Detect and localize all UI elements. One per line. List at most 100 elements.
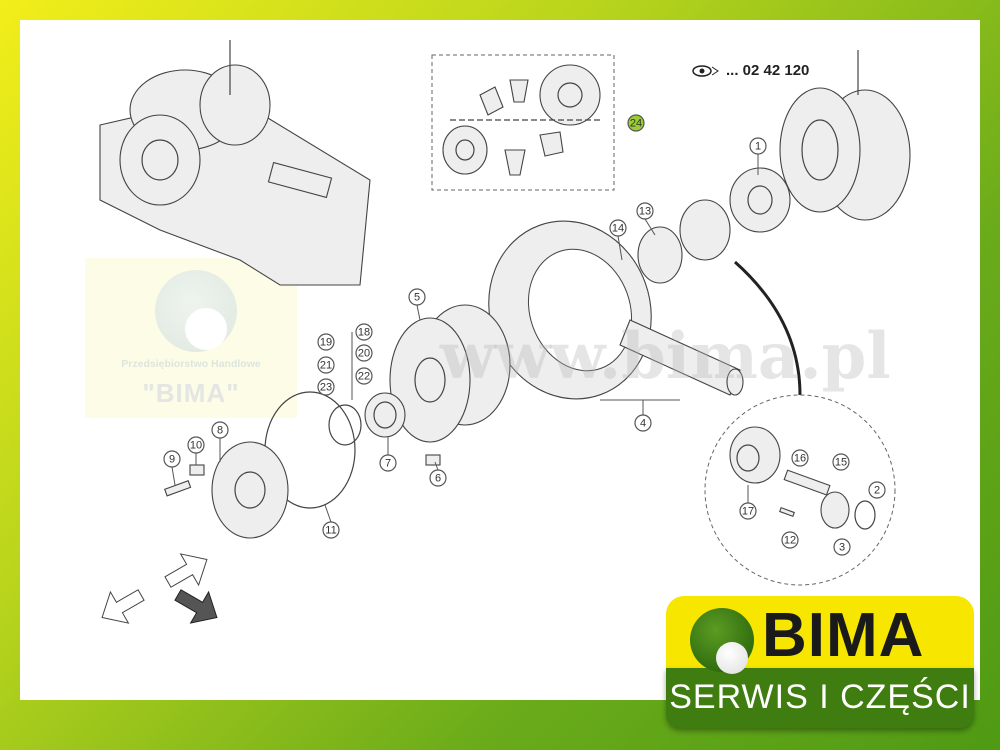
callout-number: 4 xyxy=(640,418,646,430)
callout-number: 2 xyxy=(874,485,880,497)
callout-circle xyxy=(429,469,447,487)
callout-number: 17 xyxy=(742,506,754,518)
callout-circle xyxy=(832,453,850,471)
callout-number: 18 xyxy=(358,327,370,339)
differential-gear-set-box xyxy=(431,54,615,191)
watermark-url: www.bima.pl xyxy=(440,319,891,394)
callout-21: 21 xyxy=(317,356,335,374)
callout-circle xyxy=(355,344,373,362)
callout-number: 7 xyxy=(385,458,391,470)
callout-circle xyxy=(317,378,335,396)
callout-number: 14 xyxy=(612,223,624,235)
callout-number: 23 xyxy=(320,382,332,394)
callout-5: 5 xyxy=(408,288,426,306)
differential-carrier xyxy=(612,167,791,294)
leader-lines xyxy=(171,154,759,523)
callout-circle xyxy=(317,356,335,374)
callout-circle xyxy=(317,333,335,351)
detail-parts xyxy=(729,426,876,530)
callout-number: 16 xyxy=(794,453,806,465)
callout-number: 1 xyxy=(755,141,761,153)
callout-7: 7 xyxy=(379,454,397,472)
callout-circle xyxy=(187,436,205,454)
callout-number: 24 xyxy=(630,118,642,130)
eye-icon xyxy=(692,64,719,77)
callout-circle xyxy=(322,521,340,539)
callout-number: 15 xyxy=(835,457,847,469)
gearbox-housing xyxy=(99,40,371,286)
callout-number: 22 xyxy=(358,371,370,383)
callout-14: 14 xyxy=(609,219,627,237)
callout-13: 13 xyxy=(636,202,654,220)
callout-circle xyxy=(355,367,373,385)
callout-circle xyxy=(634,414,652,432)
callout-1: 1 xyxy=(749,137,767,155)
logo-bottom-band xyxy=(666,668,974,728)
callout-6: 6 xyxy=(429,469,447,487)
differential-gears xyxy=(442,64,601,176)
callout-10: 10 xyxy=(187,436,205,454)
callout-number: 21 xyxy=(320,360,332,372)
callout-16: 16 xyxy=(791,449,809,467)
logo-tagline: SERWIS I CZĘŚCI xyxy=(669,678,971,716)
callout-circle xyxy=(163,450,181,468)
callout-22: 22 xyxy=(355,367,373,385)
watermark-logo: Przedsiębiorstwo Handlowe "BIMA" xyxy=(85,258,297,418)
watermark-ball-highlight xyxy=(185,308,227,350)
callout-number: 5 xyxy=(414,292,420,304)
callout-circle xyxy=(211,421,229,439)
callout-number: 3 xyxy=(839,542,845,554)
callout-number: 20 xyxy=(358,348,370,360)
reference-number: ... 02 42 120 xyxy=(726,62,810,79)
callout-4: 4 xyxy=(634,414,652,432)
callout-11: 11 xyxy=(322,521,340,539)
detail-link-line xyxy=(734,260,802,396)
callout-18: 18 xyxy=(355,323,373,341)
reference-label: ... 02 42 120 xyxy=(692,62,809,79)
callout-circle xyxy=(739,502,757,520)
orientation-arrows xyxy=(101,553,218,624)
ring-gear xyxy=(488,220,652,400)
callout-number: 12 xyxy=(784,535,796,547)
callout-circle xyxy=(355,323,373,341)
callout-number: 8 xyxy=(217,425,223,437)
callout-circle xyxy=(868,481,886,499)
bima-logo: BIMA SERWIS I CZĘŚCI xyxy=(666,596,976,736)
callout-2: 2 xyxy=(868,481,886,499)
callout-number: 9 xyxy=(169,454,175,466)
callout-circle xyxy=(749,137,767,155)
callout-circle xyxy=(379,454,397,472)
callout-number: 6 xyxy=(435,473,441,485)
callout-circle xyxy=(791,449,809,467)
callout-23: 23 xyxy=(317,378,335,396)
callout-circle xyxy=(781,531,799,549)
watermark-company-name: "BIMA" xyxy=(142,378,240,408)
callout-circle xyxy=(833,538,851,556)
pinion-shaft xyxy=(619,319,744,396)
callout-number: 11 xyxy=(325,525,336,537)
hub xyxy=(389,304,511,443)
callout-17: 17 xyxy=(739,502,757,520)
callout-circle xyxy=(627,114,645,132)
callout-circle xyxy=(408,288,426,306)
callout-24: 24 xyxy=(627,114,645,132)
watermark-company-line: Przedsiębiorstwo Handlowe xyxy=(121,358,261,370)
callout-circle xyxy=(609,219,627,237)
callout-number: 10 xyxy=(190,440,202,452)
logo-name: BIMA xyxy=(762,601,925,670)
callout-number: 19 xyxy=(320,337,332,349)
callout-20: 20 xyxy=(355,344,373,362)
callout-19: 19 xyxy=(317,333,335,351)
cover xyxy=(163,441,441,539)
callout-number: 13 xyxy=(639,206,651,218)
callout-15: 15 xyxy=(832,453,850,471)
callout-9: 9 xyxy=(163,450,181,468)
callout-8: 8 xyxy=(211,421,229,439)
callout-circle xyxy=(636,202,654,220)
detail-view-circle xyxy=(704,394,896,586)
logo-ball-highlight xyxy=(716,642,748,674)
clutch-pack xyxy=(779,50,911,221)
callout-3: 3 xyxy=(833,538,851,556)
